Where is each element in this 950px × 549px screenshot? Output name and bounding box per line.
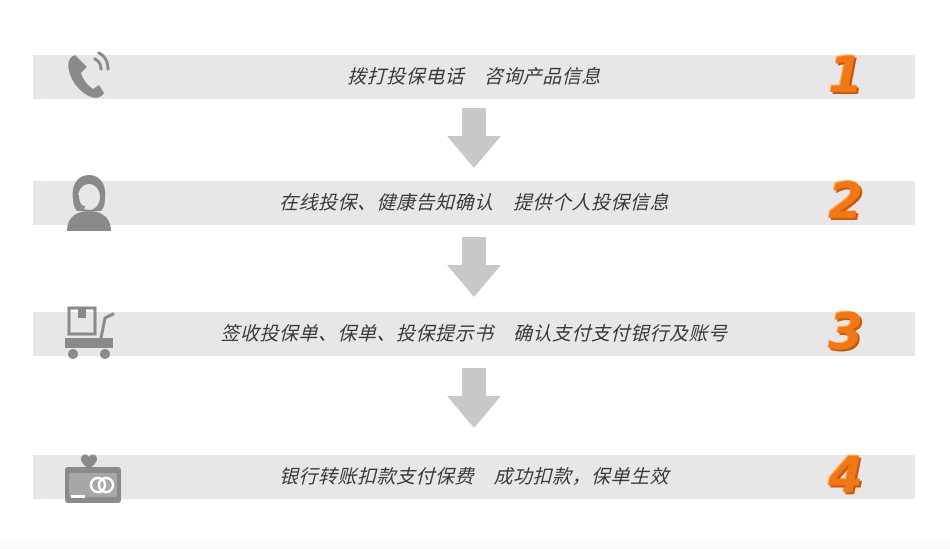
down-arrow-1 — [447, 108, 501, 168]
step-4-text: 银行转账扣款支付保费 成功扣款，保单生效 — [278, 466, 669, 488]
step-3-number: 3 — [828, 303, 863, 361]
step-3-text: 签收投保单、保单、投保提示书 确认支付支付银行及账号 — [220, 323, 728, 345]
step-1-number: 1 — [828, 46, 863, 104]
agent-icon — [67, 175, 111, 231]
step-4-number: 4 — [828, 446, 863, 504]
step-2: 在线投保、健康告知确认 提供个人投保信息 2 — [33, 173, 915, 231]
delivery-cart-icon — [65, 306, 115, 359]
down-arrow-3 — [447, 368, 501, 428]
step-2-number: 2 — [828, 172, 863, 230]
payment-card-icon — [65, 454, 121, 503]
step-1: 拨打投保电话 咨询产品信息 1 — [33, 47, 915, 103]
down-arrow-2 — [447, 237, 501, 297]
step-1-text: 拨打投保电话 咨询产品信息 — [347, 66, 601, 88]
step-2-text: 在线投保、健康告知确认 提供个人投保信息 — [278, 192, 669, 214]
bottom-fade — [0, 541, 950, 549]
step-4: 银行转账扣款支付保费 成功扣款，保单生效 4 — [33, 447, 915, 503]
step-3: 签收投保单、保单、投保提示书 确认支付支付银行及账号 3 — [33, 304, 915, 360]
phone-icon — [68, 51, 110, 98]
